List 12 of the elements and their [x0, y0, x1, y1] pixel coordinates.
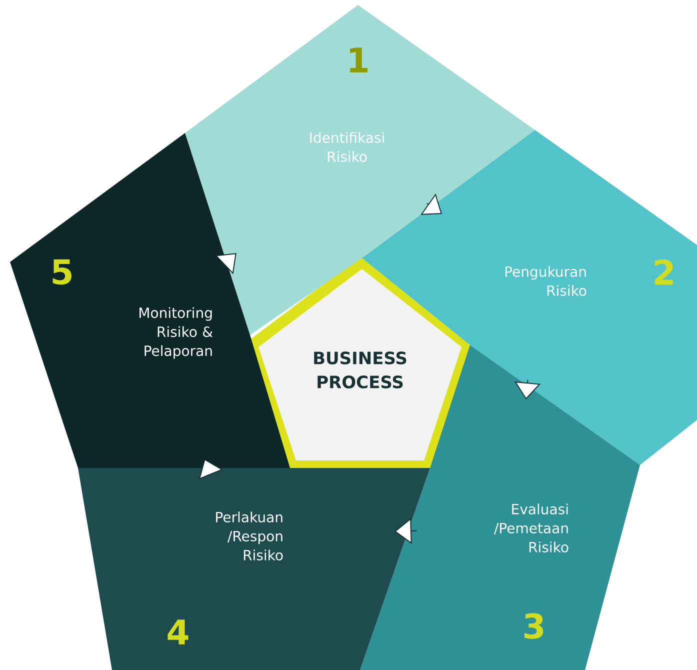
- pentagon-segment: [78, 468, 430, 670]
- segment-label: Monitoring Risiko & Pelaporan: [140, 307, 213, 359]
- segment-label: Evaluasi /Pemetaan Risiko: [494, 504, 568, 552]
- step-number: 4: [168, 620, 188, 644]
- segment-label: Identifikasi Risiko: [310, 132, 384, 162]
- step-number: 1: [350, 48, 368, 72]
- step-number: 2: [654, 259, 673, 285]
- segment-label: Pengukuran Risiko: [505, 266, 586, 296]
- step-number: 3: [524, 613, 544, 639]
- segment-label: Perlakuan /Respon Risiko: [216, 512, 283, 560]
- step-number: 5: [52, 259, 72, 285]
- pentagon-segment: [10, 133, 290, 468]
